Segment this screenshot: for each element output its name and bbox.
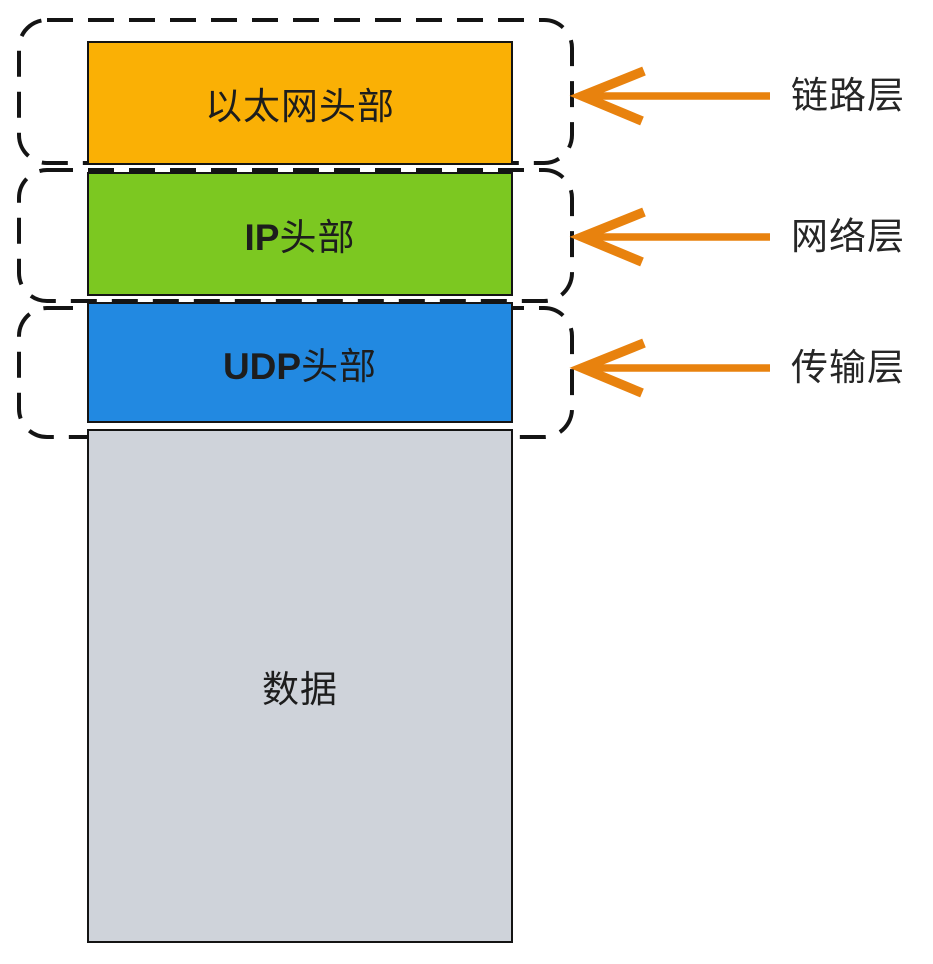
network-layer-annotation: 网络层	[791, 216, 905, 257]
transport-layer-annotation: 传输层	[791, 347, 905, 388]
udp-header-box: UDP头部	[87, 302, 513, 423]
ip-header-box: IP头部	[87, 172, 513, 296]
udp-header-label: UDP头部	[222, 345, 378, 387]
data-payload-box: 数据	[87, 429, 513, 943]
arrow-transport-layer-icon	[569, 338, 770, 398]
ethernet-header-box: 以太网头部	[87, 41, 513, 165]
data-payload-label: 数据	[262, 669, 338, 710]
arrow-link-layer-icon	[569, 66, 770, 126]
arrow-network-layer-icon	[569, 207, 770, 267]
ethernet-header-label: 以太网头部	[205, 86, 395, 127]
link-layer-annotation: 链路层	[791, 75, 905, 116]
ip-header-label: IP头部	[244, 217, 356, 258]
